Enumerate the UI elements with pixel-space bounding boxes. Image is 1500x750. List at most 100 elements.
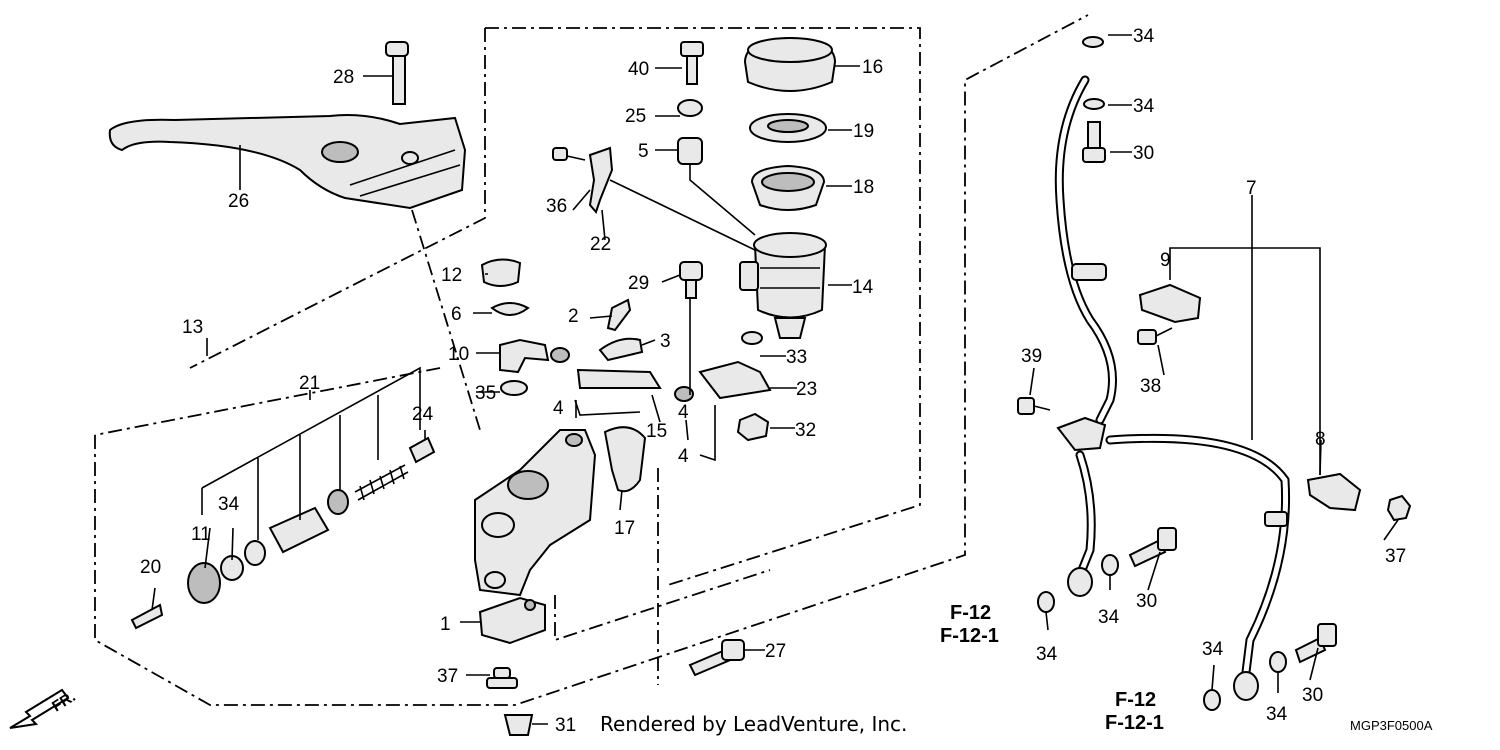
- part-label: 2: [568, 306, 579, 327]
- washer-34-d: [1101, 554, 1119, 576]
- bracket-22: [588, 146, 614, 214]
- part-label: 19: [853, 121, 874, 142]
- part-label: 39: [1021, 346, 1042, 367]
- leader-lines: [151, 34, 1399, 725]
- washer-34-e: [1203, 689, 1221, 711]
- reservoir-connector-line: [609, 165, 756, 251]
- collar-5: [677, 137, 703, 165]
- part-label: 37: [1385, 546, 1406, 567]
- washer-34-c: [1037, 591, 1055, 613]
- part-label: 24: [412, 404, 434, 425]
- part-label: 7: [1246, 178, 1257, 199]
- clamp-right: [674, 386, 694, 402]
- washer-34-f: [1269, 651, 1287, 673]
- part-label: 28: [333, 67, 354, 88]
- callout-bracket-21: [201, 366, 421, 540]
- diaphragm: [750, 164, 826, 211]
- part-label: 30: [1136, 591, 1157, 612]
- reference-label-lower-sub: F-12-1: [1105, 712, 1164, 734]
- part-label: 34: [1098, 607, 1120, 628]
- screw-41: [680, 41, 704, 85]
- part-label: 32: [795, 420, 816, 441]
- part-label: 36: [546, 196, 567, 217]
- part-label: 34: [1133, 26, 1155, 47]
- part-label: 40: [628, 59, 649, 80]
- part-label: 3: [660, 331, 671, 352]
- screw-lower: [486, 667, 518, 689]
- part-label: 31: [555, 715, 576, 736]
- part-label: 9: [1160, 250, 1171, 271]
- front-direction-label: FR.: [49, 688, 79, 715]
- part-label: 4: [678, 446, 689, 467]
- part-label: 11: [191, 524, 211, 545]
- part-label: 30: [1133, 143, 1154, 164]
- brake-lever: [108, 114, 467, 210]
- nut-38: [1386, 494, 1412, 522]
- part-label: 4: [553, 398, 564, 419]
- bolt-29: [679, 261, 703, 299]
- pivot-bolt: [385, 41, 409, 105]
- part-label: 25: [625, 106, 646, 127]
- o-ring-36: [500, 380, 528, 396]
- part-label: 20: [140, 557, 161, 578]
- part-label: 15: [646, 421, 667, 442]
- part-label: 34: [218, 494, 240, 515]
- part-label: 18: [853, 177, 874, 198]
- part-label: 12: [441, 265, 462, 286]
- bolt-30-b: [1128, 527, 1177, 568]
- part-label: 13: [182, 317, 203, 338]
- piston-assembly: [130, 436, 436, 630]
- clip-6: [490, 302, 530, 316]
- part-label: 26: [228, 191, 249, 212]
- holder-17: [603, 426, 647, 493]
- part-label: 33: [786, 347, 807, 368]
- washer-34-a: [1082, 36, 1104, 48]
- reservoir: [739, 232, 827, 339]
- bolt-27: [688, 639, 745, 677]
- washer-25: [677, 99, 703, 117]
- part-label: 16: [862, 57, 883, 78]
- nut-32: [736, 412, 770, 442]
- part-label: 34: [1266, 704, 1288, 725]
- reservoir-cap: [743, 36, 837, 92]
- assembly-line-a: [554, 569, 771, 642]
- hose-joint: [1056, 416, 1107, 452]
- part-label: 29: [628, 273, 649, 294]
- part-label: 35: [475, 383, 496, 404]
- part-label: 10: [448, 344, 469, 365]
- part-label: 1: [440, 614, 451, 635]
- master-cylinder-body: [474, 429, 597, 597]
- part-label: 6: [451, 304, 462, 325]
- screw-upper: [552, 147, 586, 161]
- brake-hose-upper: [1054, 75, 1117, 425]
- grommet: [503, 714, 534, 736]
- master-cylinder-boundary: [94, 14, 1089, 706]
- joint-3: [598, 337, 644, 362]
- part-label: 30: [1302, 685, 1323, 706]
- part-labels: 1 2 3 4 4 4 5 6 7 8 9 10 11 12 13 14 15 …: [140, 26, 1406, 736]
- bracket-9: [1138, 283, 1202, 324]
- part-label: 38: [1140, 376, 1161, 397]
- part-label: 17: [614, 518, 635, 539]
- vertical-connector: [689, 298, 716, 462]
- brake-hose-right: [1105, 433, 1291, 701]
- part-label: 22: [590, 234, 611, 255]
- clamp-8: [1306, 472, 1362, 512]
- reference-label-upper-sub: F-12-1: [940, 625, 999, 647]
- assembly-line-c: [411, 209, 481, 431]
- diaphragm-plate: [749, 113, 827, 143]
- bolt-30-a: [1082, 121, 1106, 163]
- part-label: 21: [299, 373, 320, 394]
- front-direction-arrow: [9, 688, 70, 729]
- part-label: 14: [852, 277, 874, 298]
- diagram-code: MGP3F0500A: [1350, 718, 1433, 733]
- part-label: 37: [437, 666, 458, 687]
- part-label: 8: [1315, 429, 1326, 450]
- bracket-4: [574, 399, 641, 416]
- bolt-30-c: [1294, 623, 1337, 664]
- clamp-left: [550, 347, 570, 363]
- part-label: 34: [1133, 96, 1155, 117]
- washer-34-b: [1083, 98, 1105, 110]
